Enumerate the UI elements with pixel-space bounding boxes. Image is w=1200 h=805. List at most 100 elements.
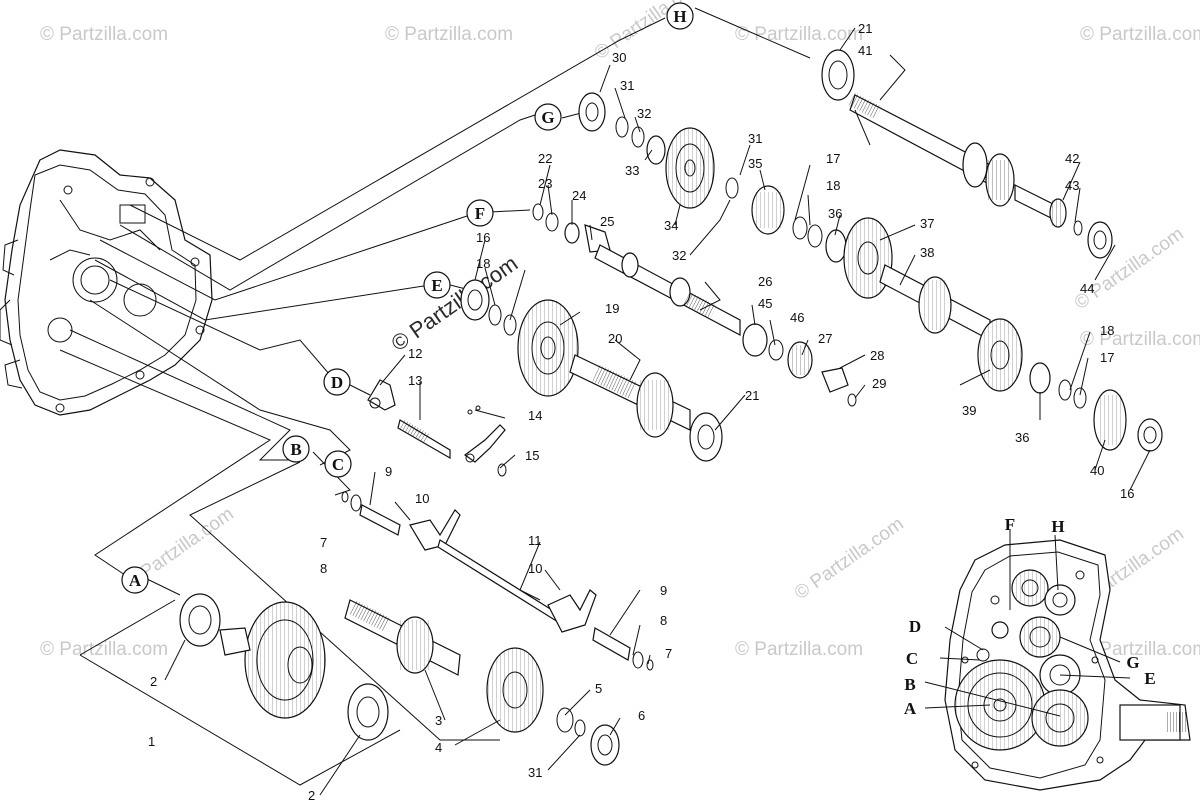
part-number: 45 [758,296,772,311]
part-number: 34 [664,218,678,233]
part-number: 2 [308,788,315,803]
svg-text:A: A [129,571,142,590]
watermark-center: © Partzilla.com [387,251,523,357]
part-number: 40 [1090,463,1104,478]
svg-text:E: E [431,276,442,295]
part-number: 7 [665,646,672,661]
part-number: 19 [605,301,619,316]
shaft-h-group [821,49,1113,259]
shaft-c-group [341,491,654,671]
part-leader-lines [164,27,1151,796]
marker-f: F [466,199,494,227]
part-number: 22 [538,151,552,166]
part-number: 16 [476,230,490,245]
watermark: © Partzilla.com [1080,24,1200,45]
letter-markers: H G F E D B C A [121,2,694,594]
part-number: 21 [858,21,872,36]
inset-label-b: B [904,675,915,694]
part-number: 24 [572,188,586,203]
part-number: 21 [745,388,759,403]
part-number: 9 [660,583,667,598]
inset-label-a: A [904,699,917,718]
part-number: 4 [435,740,442,755]
inset-label-h: H [1051,517,1064,536]
part-number: 23 [538,176,552,191]
marker-b: B [282,435,310,463]
part-number: 2 [150,674,157,689]
part-number: 27 [818,331,832,346]
part-number: 39 [962,403,976,418]
part-number: 5 [595,681,602,696]
marker-c: C [324,450,352,478]
part-number: 3 [435,713,442,728]
part-number: 8 [660,613,667,628]
inset-label-c: C [906,649,918,668]
inset-label-d: D [909,617,921,636]
part-number: 20 [608,331,622,346]
marker-e: E [423,271,451,299]
svg-text:F: F [475,204,485,223]
part-number: 25 [600,214,614,229]
inset-assembly-view: F H D G C E B A [904,515,1191,791]
part-number: 10 [415,491,429,506]
part-number: 10 [528,561,542,576]
part-number: 9 [385,464,392,479]
part-number: 31 [620,78,634,93]
inset-label-g: G [1126,653,1139,672]
index-lines [59,7,811,741]
part-number: 32 [637,106,651,121]
part-number: 18 [476,256,490,271]
svg-text:G: G [541,108,554,127]
svg-text:H: H [673,7,686,26]
inset-label-f: F [1005,515,1015,534]
watermark: © Partzilla.com [735,639,863,660]
part-number: 29 [872,376,886,391]
watermark: © Partzilla.com [1080,329,1200,350]
part-number: 41 [858,43,872,58]
part-number: 33 [625,163,639,178]
part-number: 46 [790,310,804,325]
part-number: 17 [1100,350,1114,365]
part-number: 35 [748,156,762,171]
watermark: © Partzilla.com [791,513,908,604]
part-number: 18 [826,178,840,193]
part-number: 28 [870,348,884,363]
part-number-labels: 21 41 42 43 44 30 31 32 33 34 32 31 35 1… [148,21,1134,803]
shaft-d-group [367,379,507,477]
part-number: 8 [320,561,327,576]
part-number: 36 [828,206,842,221]
part-number: 6 [638,708,645,723]
part-number: 42 [1065,151,1079,166]
watermark: © Partzilla.com [735,24,863,45]
marker-g: G [534,103,562,131]
inset-label-e: E [1144,669,1155,688]
marker-a: A [121,566,149,594]
part-number: 32 [672,248,686,263]
shaft-g-group [578,92,1163,452]
part-number: 16 [1120,486,1134,501]
part-number: 15 [525,448,539,463]
part-number: 14 [528,408,542,423]
part-number: 43 [1065,178,1079,193]
shaft-a-b-group [79,593,620,786]
part-number: 18 [1100,323,1114,338]
transmission-case [0,149,213,416]
watermark: © Partzilla.com [1080,639,1200,660]
part-number: 13 [408,373,422,388]
part-number: 12 [408,346,422,361]
part-number: 11 [528,533,542,548]
part-number: 26 [758,274,772,289]
part-number: 36 [1015,430,1029,445]
marker-d: D [323,368,351,396]
part-number: 17 [826,151,840,166]
part-number: 37 [920,216,934,231]
svg-text:C: C [332,455,344,474]
shaft-e-group [460,279,723,462]
part-number: 7 [320,535,327,550]
part-number: 38 [920,245,934,260]
watermark: © Partzilla.com [385,24,513,45]
watermark: © Partzilla.com [40,24,168,45]
svg-text:B: B [290,440,301,459]
part-number: 44 [1080,281,1094,296]
